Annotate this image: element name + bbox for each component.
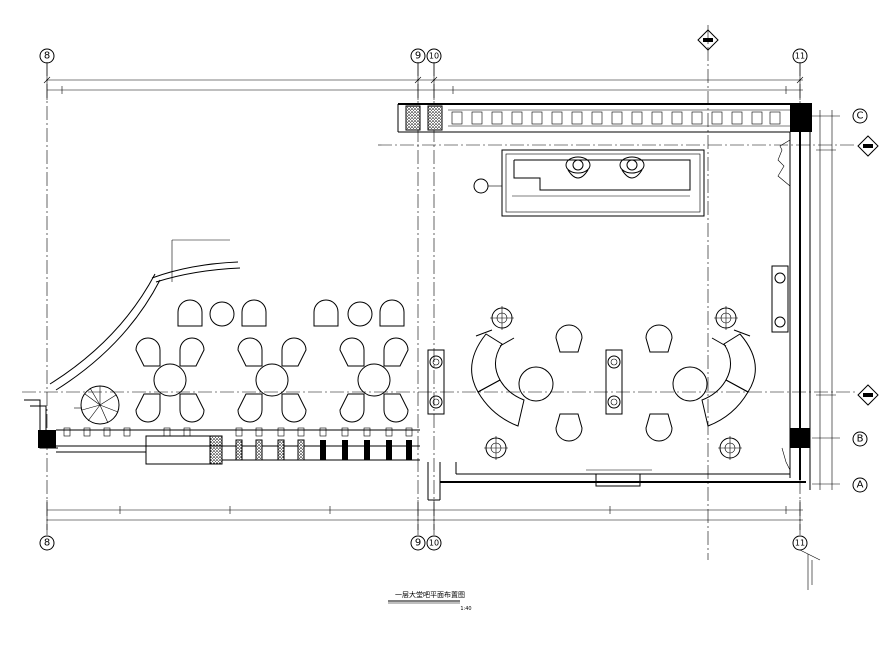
grid-bubble-11-top: 11 bbox=[792, 48, 808, 64]
drawing-scale: 1:40 bbox=[460, 606, 471, 612]
grid-bubble-8-bottom: 8 bbox=[39, 535, 55, 551]
elevation-marker-right-mid bbox=[857, 384, 879, 406]
grid-label-10-top: 10 bbox=[429, 52, 439, 61]
side-table-center bbox=[605, 349, 623, 415]
side-table-right-wall bbox=[771, 265, 789, 333]
grid-bubble-9-bottom: 9 bbox=[410, 535, 426, 551]
grid-bubble-10-top: 10 bbox=[426, 48, 442, 64]
bar-stool-1 bbox=[565, 156, 591, 179]
left-lower-wall bbox=[24, 399, 420, 465]
grid-label-8-top: 8 bbox=[44, 51, 50, 62]
grid-bubble-9-top: 9 bbox=[410, 48, 426, 64]
elevation-marker-right-top bbox=[857, 135, 879, 157]
floor-lamp-3 bbox=[484, 436, 508, 460]
curved-sofa-right bbox=[701, 329, 756, 427]
lobby-table-right bbox=[645, 324, 708, 442]
grid-label-B: B bbox=[857, 434, 864, 445]
grid-bubble-11-bottom: 11 bbox=[792, 535, 808, 551]
grid-bubble-C: C bbox=[852, 108, 868, 124]
floor-lamp-2 bbox=[714, 306, 738, 330]
exterior-walls bbox=[397, 103, 812, 501]
grid-label-11-bottom: 11 bbox=[795, 539, 805, 548]
grid-bubble-A: A bbox=[852, 477, 868, 493]
grid-label-9-bottom: 9 bbox=[415, 538, 421, 549]
curved-partition bbox=[49, 239, 241, 391]
bar-stool-2 bbox=[619, 156, 645, 179]
grid-label-11-top: 11 bbox=[795, 52, 805, 61]
floor-lamp-1 bbox=[490, 306, 514, 330]
structural-columns bbox=[38, 104, 812, 465]
right-dimension-chain bbox=[812, 110, 840, 490]
grid-label-8-bottom: 8 bbox=[44, 538, 50, 549]
top-dimension-chain bbox=[43, 64, 804, 100]
bottom-dimension-chain bbox=[46, 500, 803, 530]
grid-label-10-bottom: 10 bbox=[429, 539, 439, 548]
lounge-set-left-2 bbox=[313, 299, 405, 327]
table-group-2 bbox=[237, 337, 307, 423]
lounge-set-left-1 bbox=[177, 299, 267, 327]
grid-label-A: A bbox=[857, 480, 864, 491]
drawing-title-block: 一层大堂吧平面布置图 1:40 bbox=[388, 590, 472, 612]
potted-plant bbox=[74, 385, 120, 425]
side-table-left bbox=[427, 349, 445, 415]
grid-axis-lines bbox=[22, 25, 855, 560]
table-group-1 bbox=[135, 337, 205, 423]
elevation-marker-top bbox=[697, 29, 719, 51]
table-group-3 bbox=[339, 337, 409, 423]
back-bar-cabinet bbox=[448, 109, 790, 127]
drawing-title: 一层大堂吧平面布置图 bbox=[395, 590, 465, 599]
section-marker-bottom-right bbox=[799, 549, 821, 590]
grid-label-C: C bbox=[857, 111, 864, 122]
floor-lamp-4 bbox=[718, 436, 742, 460]
lobby-table-left bbox=[518, 324, 583, 442]
grid-bubble-10-bottom: 10 bbox=[426, 535, 442, 551]
bar-callout-marker bbox=[473, 178, 502, 194]
grid-bubble-B: B bbox=[852, 431, 868, 447]
curved-sofa-left bbox=[471, 329, 525, 427]
bar-counter bbox=[501, 149, 705, 217]
grid-label-9-top: 9 bbox=[415, 51, 421, 62]
grid-bubble-8-top: 8 bbox=[39, 48, 55, 64]
